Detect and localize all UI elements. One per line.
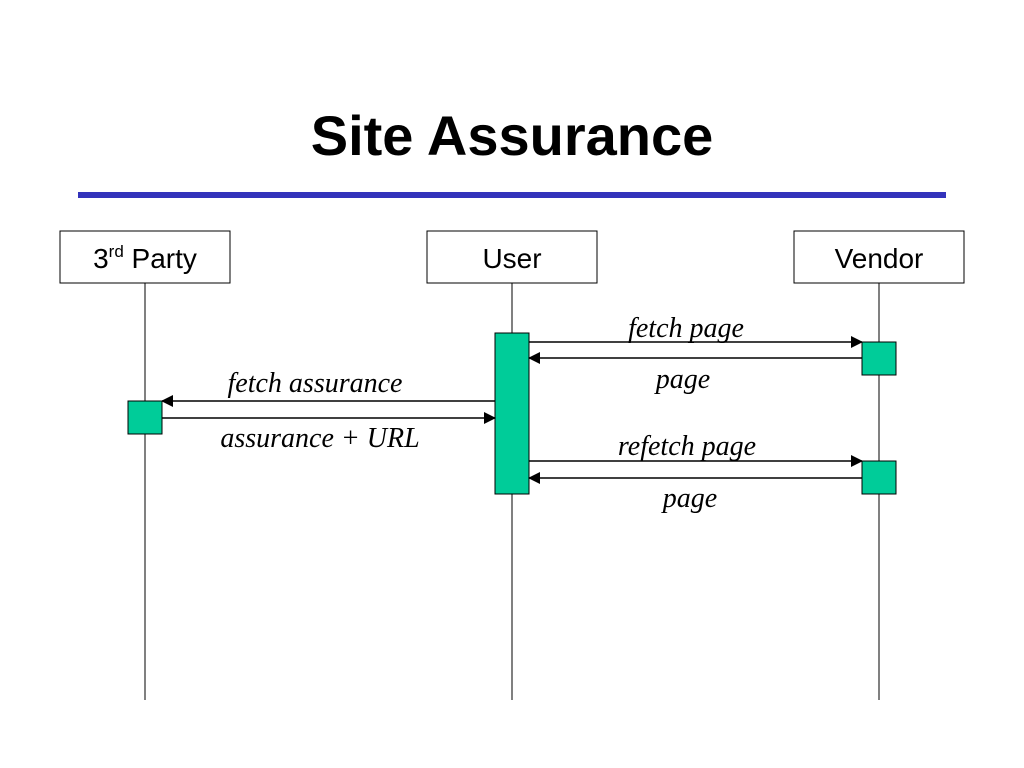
message-page-2-label: page	[661, 483, 717, 514]
actor-vendor: Vendor	[793, 230, 965, 284]
slide-title: Site Assurance	[310, 104, 714, 167]
actor-third-party-superscript: rd	[109, 242, 124, 261]
activation-third-party	[127, 400, 163, 435]
actor-third-party: 3rd Party	[59, 230, 231, 284]
message-fetch-assurance-label: fetch assurance	[228, 368, 403, 399]
actor-third-party-name: 3	[93, 243, 109, 274]
message-assurance-url-label: assurance + URL	[220, 423, 419, 454]
activation-user	[494, 332, 530, 495]
actor-user: User	[426, 230, 598, 284]
title-divider	[78, 192, 946, 198]
activation-vendor-2	[861, 460, 897, 495]
actor-user-name: User	[482, 243, 541, 274]
message-page-label: page	[654, 364, 710, 395]
actor-third-party-suffix: Party	[124, 243, 197, 274]
message-refetch-page-label: refetch page	[618, 431, 756, 462]
activation-vendor-1	[861, 341, 897, 376]
actor-vendor-name: Vendor	[835, 243, 924, 274]
message-fetch-page-label: fetch page	[628, 313, 744, 344]
svg-text:3rd Party: 3rd Party	[93, 242, 197, 274]
